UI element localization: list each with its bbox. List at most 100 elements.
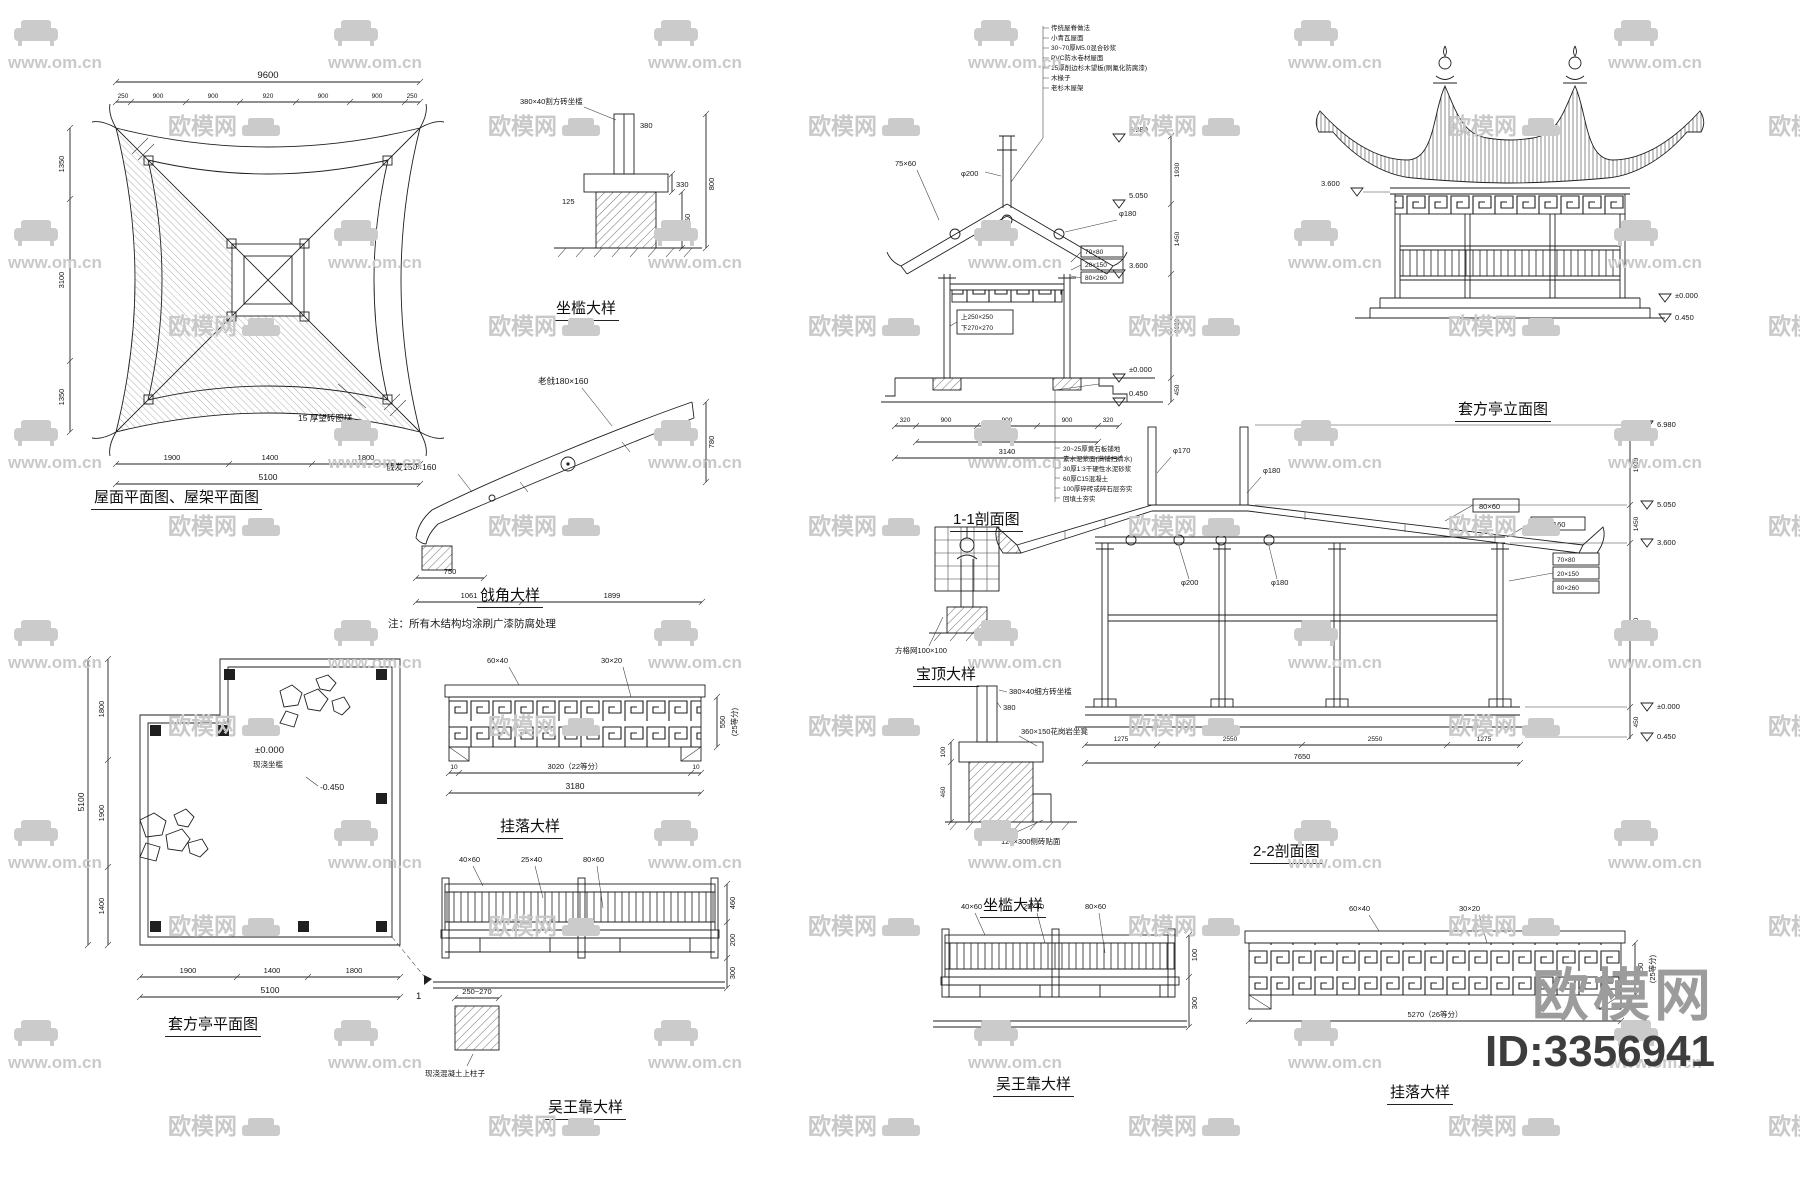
section-2-panel: φ170 φ180 φ200 φ180 80×60 140×160 70×80 … <box>975 415 1725 885</box>
drawing-line <box>1095 536 1505 544</box>
label: φ200 <box>961 169 978 178</box>
dim: 900 <box>318 93 329 100</box>
drawing-line <box>419 103 445 129</box>
lattice-2-panel: 60×40 30×20 550 (25等分) 5270（26等分） 挂落大样 <box>1225 895 1657 1115</box>
drawing-line <box>1478 914 1488 944</box>
drawing-line <box>944 934 1176 944</box>
callout: 老杉木屋架 <box>1051 83 1084 92</box>
elevation-panel: 3.600 ±0.000 0.450 套方亭立面图 <box>1295 36 1725 436</box>
rail-1-drawing: 40×60 25×40 80×60 460 200 300 250~270 现浇… <box>425 855 737 1078</box>
level: 6.980 <box>1129 125 1148 134</box>
drawing-line <box>519 441 631 493</box>
lattice-1-panel: 60×40 30×20 550 (25等分) 10 3020（22等分） 10 … <box>425 645 745 850</box>
label: φ200 <box>1181 578 1198 587</box>
dim: 450 <box>1174 384 1181 395</box>
drawing-line <box>1112 199 1126 209</box>
label: 方格网100×100 <box>895 645 947 655</box>
drawing-line <box>916 169 940 221</box>
drawing-line <box>91 431 117 457</box>
drawing-title: 吴王靠大样 <box>993 1073 1075 1097</box>
floor-plan-drawing: ±0.000 现浇坐槛 -0.450 1 1900 1400 1800 5100… <box>76 655 432 1002</box>
roof-plan-note: 15 厚望砖图样 <box>298 413 353 423</box>
lattice-1-drawing: 60×40 30×20 550 (25等分) 10 3020（22等分） 10 … <box>444 656 739 797</box>
drawing-line <box>305 776 319 787</box>
dim: 320 <box>900 417 911 424</box>
dim-total: 7650 <box>1294 752 1311 761</box>
drawing-line <box>1355 297 1665 319</box>
level: 3.600 <box>1657 538 1676 547</box>
drawing-line <box>1399 249 1621 277</box>
dim: 1400 <box>264 966 281 975</box>
drawing-line <box>1350 187 1364 197</box>
dim: 780 <box>707 436 716 449</box>
label: 现浇混凝土上柱子 <box>425 1068 485 1078</box>
callout: PVC防水卷材屋面 <box>1051 53 1104 62</box>
drawing-line <box>1394 193 1626 215</box>
drawing-line <box>488 494 496 502</box>
drawing-line <box>508 666 520 686</box>
drawing-line <box>147 666 393 938</box>
seat-sill-1-panel: 380×40割方砖坐槛 380 330 460 125 800 坐槛大样 <box>518 92 728 337</box>
roof-band <box>1315 84 1705 184</box>
drawing-line <box>1075 706 1530 728</box>
drawing-line <box>1325 698 1349 708</box>
drawing-line <box>583 173 669 193</box>
dim: 900 <box>372 93 383 100</box>
section-2-levels: 1930 1450 3600 450 6.980 5.050 3.600 ±0.… <box>1255 420 1680 742</box>
drawing-line <box>1444 504 1474 522</box>
drawing-line <box>949 321 958 327</box>
drawing-line <box>691 401 695 419</box>
label: 40×60 <box>459 855 480 864</box>
dim: 1275 <box>1477 736 1492 743</box>
drawing-line <box>1239 426 1249 506</box>
drawing-line <box>1246 476 1262 494</box>
dim: 2550 <box>1223 736 1238 743</box>
drawing-line <box>444 921 716 931</box>
dim-total: 3180 <box>566 781 585 791</box>
drawing-line <box>1152 504 1248 512</box>
drawing-line <box>1400 245 1620 251</box>
dim: 900 <box>208 93 219 100</box>
dim-total: 5100 <box>261 985 280 995</box>
label: 下270×270 <box>961 324 993 332</box>
drawing-line <box>139 842 161 862</box>
label: 30×20 <box>1459 904 1480 913</box>
drawing-line <box>1173 534 1185 546</box>
drawing-line <box>448 696 702 748</box>
stone-cluster <box>139 808 209 862</box>
label: 25×40 <box>521 855 542 864</box>
dim: 3100 <box>57 272 66 289</box>
dim: 125 <box>562 197 575 206</box>
rail-2-drawing: 40×60 25×40 80×60 100 300 <box>933 902 1199 1031</box>
level-label: ±0.000 <box>255 745 284 756</box>
drawing-line <box>928 616 944 647</box>
floor-plan-panel: ±0.000 现浇坐槛 -0.450 1 1900 1400 1800 5100… <box>70 595 432 1040</box>
callout: 木椽子 <box>1051 73 1071 82</box>
dim: 300 <box>728 967 737 980</box>
label: 戗发150×160 <box>386 462 437 472</box>
dim: 300 <box>1190 997 1199 1010</box>
drawing-line <box>1125 534 1137 546</box>
level-label: -0.450 <box>320 782 344 792</box>
drawing-title: 2-2剖面图 <box>1250 840 1323 864</box>
drawing-line <box>1640 500 1654 510</box>
drawing-line <box>1658 293 1672 303</box>
callout: 小青瓦屋面 <box>1051 33 1084 42</box>
drawing-line <box>444 883 716 893</box>
drawing-line <box>595 191 657 249</box>
dim: 460 <box>683 214 692 227</box>
drawing-line <box>1248 942 1622 996</box>
drawing-line <box>944 942 1176 970</box>
level: 5.050 <box>1657 500 1676 509</box>
level: 0.450 <box>1657 732 1676 741</box>
drawing-line <box>1640 702 1654 712</box>
dim: 250 <box>118 93 129 100</box>
drawing-line <box>1247 504 1584 554</box>
drawing-line <box>1506 522 1532 538</box>
drawing-line <box>150 725 161 736</box>
rail-2-panel: 40×60 25×40 80×60 100 300 吴王靠大样 <box>905 895 1205 1110</box>
drawing-line <box>1578 526 1605 554</box>
lattice-2-drawing: 60×40 30×20 550 (25等分) 5270（26等分） <box>1244 904 1657 1025</box>
drawing-line <box>315 674 337 692</box>
dim: 900 <box>153 93 164 100</box>
